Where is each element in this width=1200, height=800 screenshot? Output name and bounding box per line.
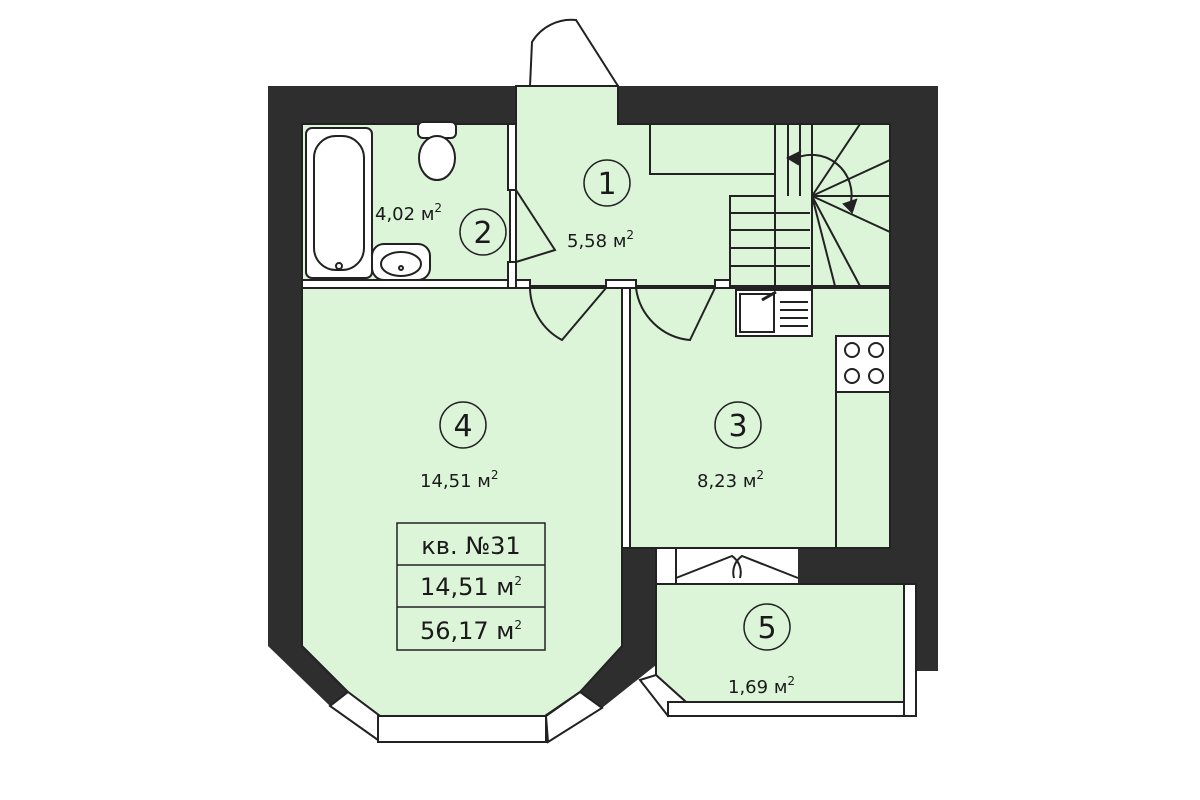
kitchen-sink-icon xyxy=(735,289,813,337)
room-4-label: 4 14,51 м2 xyxy=(420,401,499,492)
apartment-living-area: 14,51 м2 xyxy=(420,573,522,601)
door-swings xyxy=(515,18,799,579)
room-5-area: 1,69 м2 xyxy=(728,674,795,698)
room-1-label: 1 5,58 м2 xyxy=(567,159,634,252)
sink-icon xyxy=(371,243,431,281)
windows xyxy=(328,583,917,744)
room-2-number: 2 xyxy=(473,216,492,251)
stove-icon xyxy=(835,335,891,393)
staircase-icon xyxy=(649,123,891,287)
room-5-label: 5 1,69 м2 xyxy=(728,603,795,698)
room-2-area: 4,02 м2 xyxy=(375,201,442,225)
apartment-total-area: 56,17 м2 xyxy=(420,617,522,645)
toilet-icon xyxy=(417,121,457,181)
room-5-number: 5 xyxy=(757,611,776,646)
room-3-area: 8,23 м2 xyxy=(697,468,764,492)
room-4-area: 14,51 м2 xyxy=(420,468,499,492)
room-3-label: 3 8,23 м2 xyxy=(697,401,764,492)
apartment-number: кв. №31 xyxy=(421,532,520,560)
outer-walls xyxy=(268,86,938,708)
room-3-number: 3 xyxy=(728,409,747,444)
room-1-number: 1 xyxy=(597,167,616,202)
room-4-floor xyxy=(301,287,623,717)
apartment-info-box: кв. №31 14,51 м2 56,17 м2 xyxy=(396,522,546,651)
room-2-label: 2 4,02 м2 xyxy=(375,201,507,256)
room-4-number: 4 xyxy=(453,409,472,444)
bathtub-icon xyxy=(305,127,373,279)
room-1-area: 5,58 м2 xyxy=(567,228,634,252)
